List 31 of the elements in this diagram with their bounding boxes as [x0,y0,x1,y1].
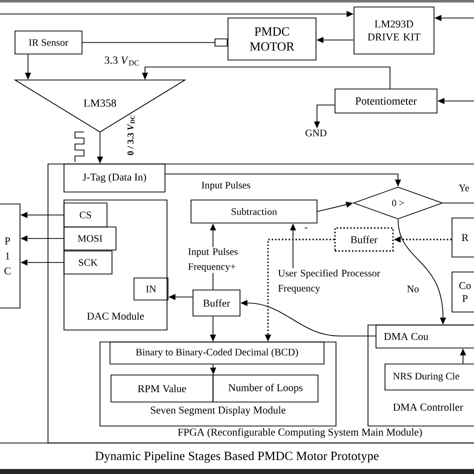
edge-label: Ye [458,184,470,192]
counter-box: DMA Cou [376,324,474,348]
jtag-box: J-Tag (Data In) [64,164,166,192]
buffer-box: Buffer [334,227,394,252]
sensor-box: IR Sensor [14,30,82,54]
pin-box: MOSI [64,226,116,250]
input-label: User Specified Processor Frequency [278,269,380,294]
voltage-label: 3.3 V$_{DC}$ [104,56,139,66]
spi-device-box: P 1 C [0,204,20,308]
edge-label: Input Pulses [200,180,252,192]
buffer-box: Buffer [192,290,240,316]
voltage-label: 0 / 3.3 V$_{DC}$ [127,116,135,156]
value-box: Number of Loops [212,374,318,402]
subtraction-box: Subtraction [190,200,318,224]
arrow [82,38,228,46]
caption: Dynamic Pipeline Stages Based PMDC Motor Prototype [95,451,379,463]
process-box: Co P [452,272,474,312]
edge-label: - [303,226,309,232]
pin-box: IN [134,278,168,300]
conversion-box: Binary to Binary-Coded Decimal (BCD) [110,342,324,364]
pin-box: SCK [64,250,112,274]
process-box: R [452,218,474,258]
driver-box: LM293D DRIVE KIT [354,6,434,54]
edge-label: No [406,284,420,294]
motor-box: PMDC MOTOR [228,18,316,60]
edge-label: Input Pulses Frequency+ [187,246,241,274]
potentiometer-box: Potentiometer [334,88,438,114]
value-box: RPM Value [110,374,214,402]
ground-label: GND [306,130,326,136]
pin-box: CS [64,202,108,228]
process-box: NRS During Cle [384,364,474,390]
